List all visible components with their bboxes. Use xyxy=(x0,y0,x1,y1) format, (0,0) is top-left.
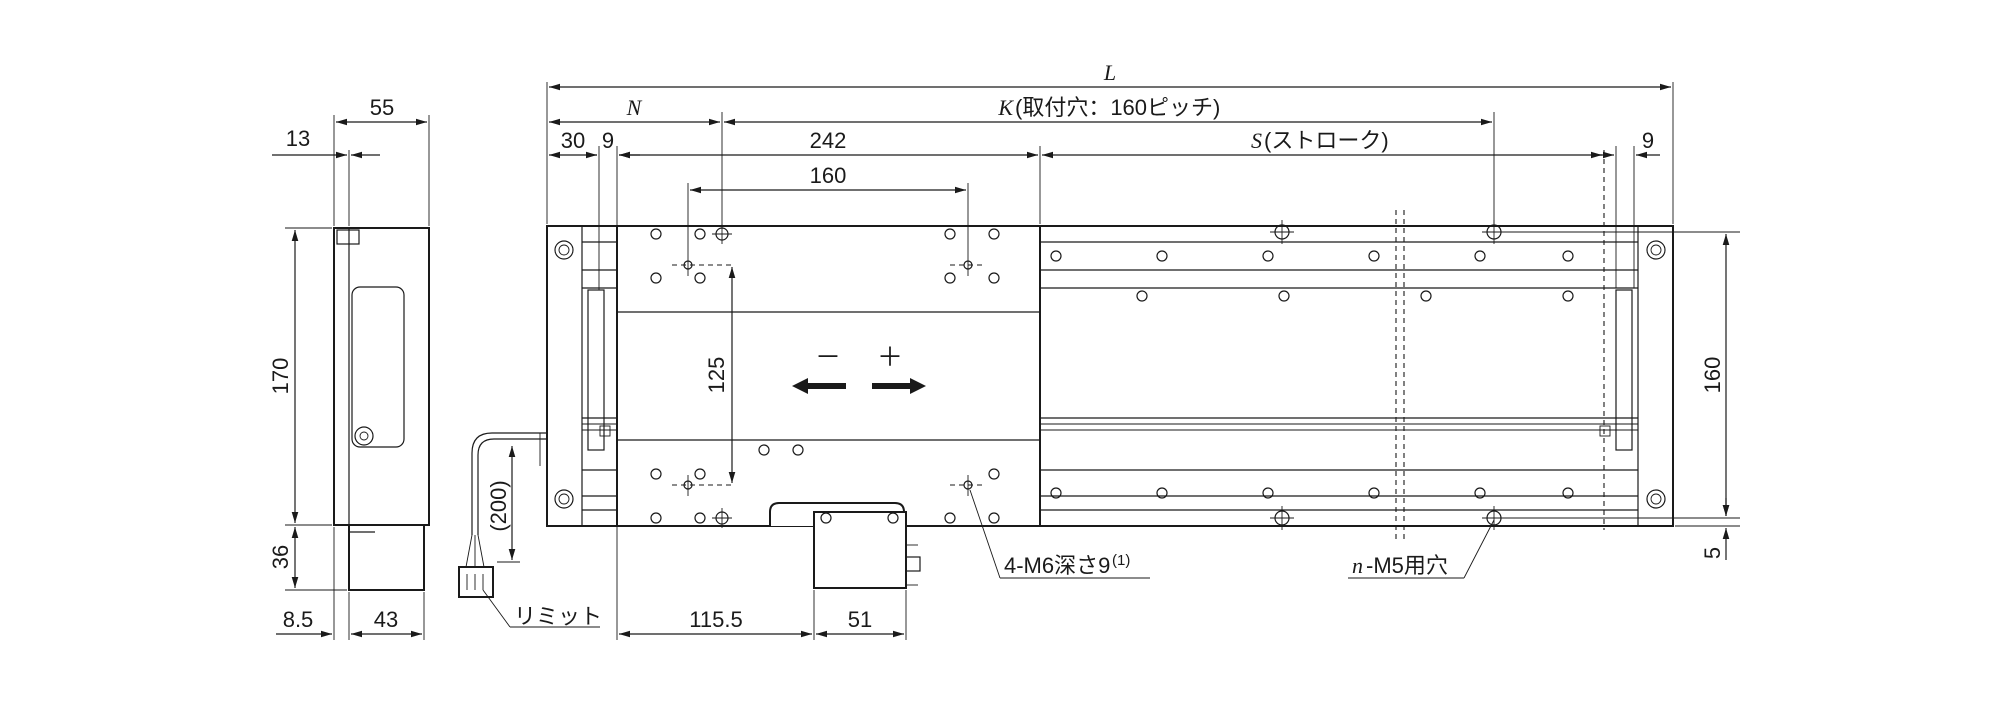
dim-S-description: (ストローク) xyxy=(1264,128,1389,153)
dim-K-description: (取付穴：160ピッチ) xyxy=(1015,95,1220,120)
dim-30-label: 30 xyxy=(561,128,585,153)
table-hole-icons xyxy=(650,224,1000,528)
connector-icon xyxy=(458,566,494,598)
side-body-outline xyxy=(333,227,430,526)
dim-242-label: 242 xyxy=(810,128,847,153)
dim-55-label: 55 xyxy=(370,95,394,120)
cable xyxy=(471,432,547,535)
rail-bolts-lower xyxy=(1050,487,1574,499)
m6-callout-label: 4-M6深さ9 xyxy=(1004,553,1110,578)
dim-9-left-label: 9 xyxy=(602,128,614,153)
dim-N-label: N xyxy=(626,95,643,120)
right-stop-block xyxy=(1615,289,1633,451)
side-view: 55 13 170 36 8.5 43 xyxy=(268,95,430,640)
dim-8-5-label: 8.5 xyxy=(283,607,314,632)
dim-9-right-label: 9 xyxy=(1642,128,1654,153)
m6-hole-icons xyxy=(672,255,986,496)
side-top-clamp xyxy=(336,229,360,245)
dim-36-label: 36 xyxy=(268,545,293,569)
limit-switch-box xyxy=(813,511,907,589)
minus-direction-label: － xyxy=(815,342,841,372)
side-motor-block xyxy=(348,524,425,591)
dim-115-5-label: 115.5 xyxy=(689,607,742,632)
minus-direction-arrow xyxy=(792,378,846,394)
dim-43-label: 43 xyxy=(374,607,398,632)
side-window xyxy=(351,286,405,448)
cable-connector: (200) リミット xyxy=(458,432,602,629)
front-dimensions: L N K (取付穴：160ピッチ) 30 9 242 S (ストローク) 9 … xyxy=(546,60,1740,640)
side-screw-icon xyxy=(354,426,374,446)
dim-L-label: L xyxy=(1103,60,1116,85)
plus-direction-arrow xyxy=(872,378,926,394)
m6-callout-note: (1) xyxy=(1112,552,1130,569)
limit-switch-label: リミット xyxy=(514,604,602,629)
left-stop-block xyxy=(587,289,605,451)
m5-callout-n: n xyxy=(1352,553,1363,578)
end-plate-hole-icon xyxy=(554,240,574,260)
rail-bolts-upper xyxy=(1050,250,1574,302)
dim-160-right-label: 160 xyxy=(1700,357,1725,394)
plus-direction-label: ＋ xyxy=(877,342,903,372)
dim-170-label: 170 xyxy=(268,358,293,395)
dim-125-label: 125 xyxy=(704,357,729,394)
dim-S-label: S xyxy=(1251,128,1262,153)
dim-160-top-label: 160 xyxy=(810,163,847,188)
dim-51-label: 51 xyxy=(848,607,872,632)
dim-13-label: 13 xyxy=(286,126,310,151)
slide-table xyxy=(616,225,1041,527)
dim-K-label: K xyxy=(997,95,1014,120)
m5-callout-label: -M5用穴 xyxy=(1366,553,1448,578)
cable-length-label: (200) xyxy=(486,480,511,531)
break-lines xyxy=(1395,210,1405,540)
mount-hole-icons xyxy=(1270,220,1506,530)
dim-5-label: 5 xyxy=(1700,547,1725,559)
